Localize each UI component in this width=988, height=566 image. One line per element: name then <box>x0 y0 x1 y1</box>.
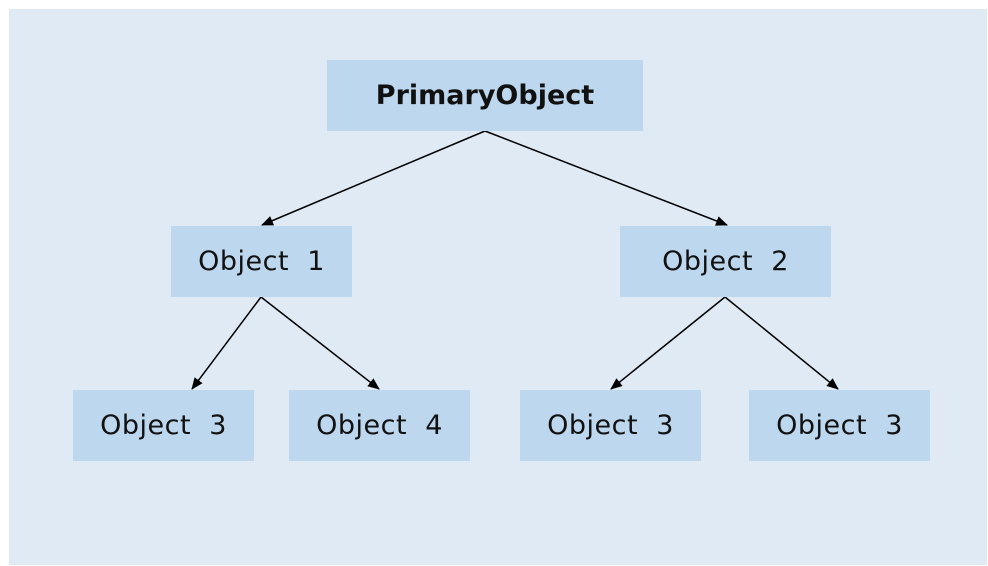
edge-obj1-obj3a <box>191 296 262 390</box>
edge-root-obj1 <box>261 130 486 226</box>
edge-obj1-obj4 <box>260 296 380 390</box>
node-primary-object: PrimaryObject <box>327 60 643 131</box>
node-object-2: Object 2 <box>620 226 831 297</box>
edge-root-obj2 <box>484 130 728 226</box>
node-object-1: Object 1 <box>171 226 352 297</box>
node-object-3-c: Object 3 <box>749 390 930 461</box>
node-object-3-a: Object 3 <box>73 390 254 461</box>
node-object-4: Object 4 <box>289 390 470 461</box>
edge-obj2-obj3c <box>724 296 839 390</box>
edge-obj2-obj3b <box>610 296 726 390</box>
node-object-3-b: Object 3 <box>520 390 701 461</box>
